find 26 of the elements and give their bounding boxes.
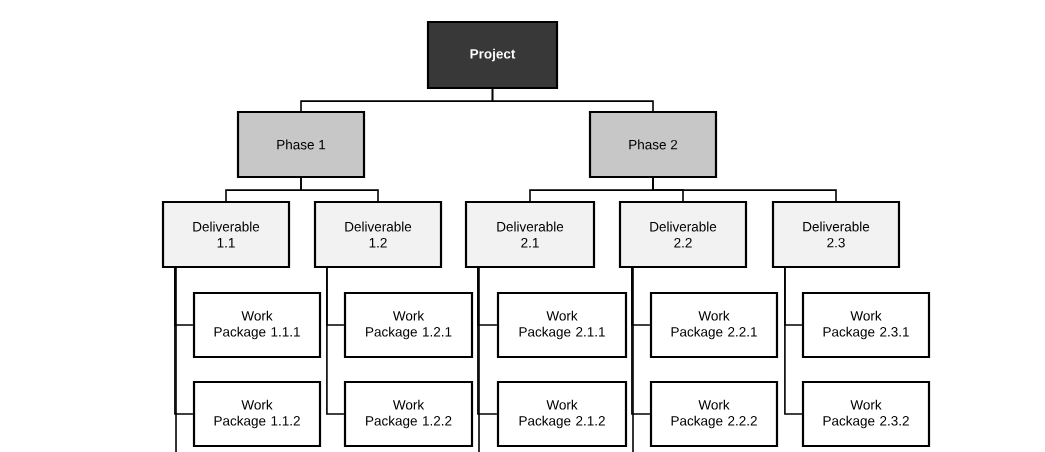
work-package-box: Work Package 1.2.1 [343, 291, 474, 359]
work-package-box: Work Package 2.1.2 [496, 380, 628, 448]
work-package-box: Work Package 1.1.2 [192, 380, 322, 448]
connector-line [631, 267, 651, 415]
connector-line [174, 267, 194, 415]
work-package-box: Work Package 2.1.1 [496, 291, 628, 359]
deliverable-box: Deliverable 1.1 [161, 200, 291, 269]
connector-line [491, 88, 654, 112]
phase-box: Phase 1 [236, 110, 366, 179]
connector-line [652, 177, 837, 202]
deliverable-box: Deliverable 2.3 [771, 200, 901, 269]
work-package-box: Work Package 2.2.2 [649, 380, 779, 448]
work-package-box: Work Package 1.1.1 [192, 291, 322, 359]
deliverable-box: Deliverable 2.2 [618, 200, 748, 269]
work-package-box: Work Package 2.2.1 [649, 291, 779, 359]
work-package-box: Work Package 2.3.1 [801, 291, 931, 359]
work-package-box: Work Package 2.3.2 [801, 380, 931, 448]
deliverable-box: Deliverable 2.1 [464, 200, 596, 269]
phase-box: Phase 2 [588, 110, 718, 179]
connector-line [477, 267, 498, 415]
connector-line [784, 267, 803, 415]
deliverable-box: Deliverable 1.2 [313, 200, 443, 269]
project-box: Project [426, 20, 559, 90]
work-package-box: Work Package 1.2.2 [343, 380, 474, 448]
connector-line [300, 177, 379, 202]
connector-line [326, 267, 345, 415]
